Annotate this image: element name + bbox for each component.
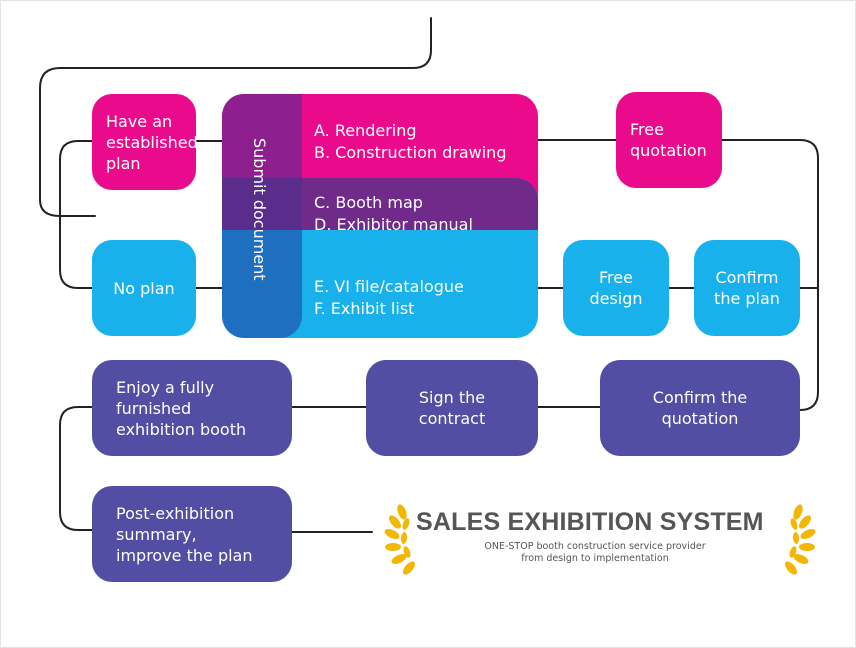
laurel-right-icon [785, 504, 816, 575]
submit-item-e: E. VI file/catalogue [314, 277, 464, 296]
connector-start [39, 17, 432, 217]
submit-column-bottom [222, 230, 302, 338]
connector-enjoy-post [59, 406, 93, 531]
submit-item-c: C. Booth map [314, 193, 423, 212]
step-confirm-quotation: Confirm the quotation [600, 360, 800, 456]
submit-item-b: B. Construction drawing [314, 143, 507, 162]
step-enjoy-booth: Enjoy a fully furnished exhibition booth [92, 360, 292, 456]
submit-item-a: A. Rendering [314, 121, 417, 140]
step-free-quotation-label: Free quotation [630, 120, 707, 160]
submit-items-ef: E. VI file/catalogue F. Exhibit list [314, 276, 464, 320]
submit-items-cd: C. Booth map D. Exhibitor manual [314, 192, 473, 236]
step-free-design-label: Free design [589, 268, 643, 308]
step-have-established-plan-label: Have an established plan [106, 111, 198, 173]
step-confirm-plan: Confirm the plan [694, 240, 800, 336]
step-sign-contract: Sign the contract [366, 360, 538, 456]
step-free-design: Free design [563, 240, 669, 336]
brand-title: SALES EXHIBITION SYSTEM [416, 508, 764, 536]
step-sign-contract-label: Sign the contract [418, 388, 486, 428]
laurel-emblem [384, 504, 816, 575]
brand-subtitle-line1: ONE-STOP booth construction service prov… [484, 541, 706, 552]
brand-subtitle-line2: from design to implementation [521, 553, 669, 564]
step-have-established-plan: Have an established plan [92, 94, 198, 190]
connector-quotation-right [721, 139, 819, 411]
step-no-plan-label: No plan [113, 278, 175, 298]
laurel-left-icon [384, 504, 415, 575]
submit-items-ab: A. Rendering B. Construction drawing [314, 120, 506, 164]
submit-item-f: F. Exhibit list [314, 299, 415, 318]
step-free-quotation: Free quotation [616, 92, 722, 188]
step-no-plan: No plan [92, 240, 196, 336]
step-confirm-plan-label: Confirm the plan [714, 268, 780, 308]
submit-item-d: D. Exhibitor manual [314, 215, 473, 234]
submit-document-label: Submit document [250, 138, 269, 281]
step-post-exhibition-label: Post-exhibition summary, improve the pla… [116, 503, 253, 565]
step-confirm-quotation-label: Confirm the quotation [652, 388, 748, 428]
step-enjoy-booth-label: Enjoy a fully furnished exhibition booth [116, 377, 247, 439]
step-post-exhibition: Post-exhibition summary, improve the pla… [92, 486, 292, 582]
connector-plan-loop [59, 140, 96, 289]
submit-column-mid [222, 178, 302, 230]
submit-column-top [222, 94, 302, 178]
